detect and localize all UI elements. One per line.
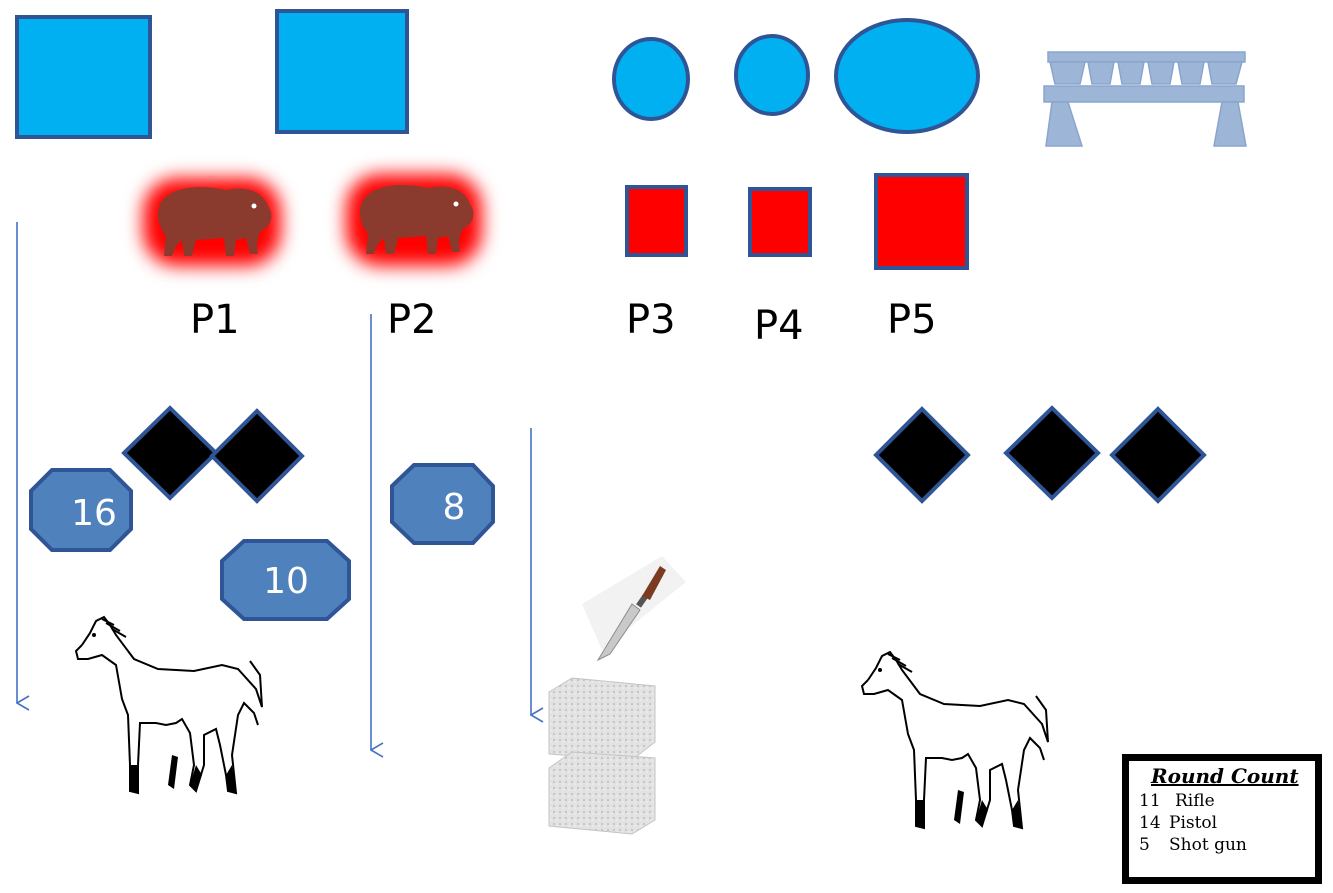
round-counter-10: 10 [220, 539, 351, 621]
position-label-p1: P1 [190, 297, 240, 343]
position-label-p2: P2 [387, 297, 437, 343]
knife-icon [582, 556, 686, 662]
horse-icon [861, 651, 1049, 829]
round-counter-8: 8 [390, 463, 495, 545]
round-count-row: 5 Shot gun [1139, 834, 1309, 856]
red-square-target [874, 173, 969, 270]
round-counter-label: 8 [443, 487, 466, 528]
round-count-row: 14 Pistol [1139, 812, 1309, 834]
position-label-p3: P3 [626, 297, 676, 343]
hay-bale-icon [548, 677, 656, 835]
bison-target-icon [346, 174, 482, 266]
black-diamond-target [209, 408, 305, 504]
round-count-title: Round Count [1151, 764, 1299, 788]
round-count-box: Round Count 11 Rifle 14 Pistol 5 Shot gu… [1122, 754, 1322, 884]
round-count-weapon: Pistol [1169, 813, 1218, 833]
black-diamond-target [1109, 406, 1207, 504]
black-diamond-target [873, 406, 971, 504]
round-counter-label: 10 [263, 561, 309, 602]
black-diamond-target [121, 405, 219, 501]
round-counter-label: 16 [71, 493, 117, 534]
bison-target-icon [143, 178, 281, 266]
round-count-weapon: Rifle [1175, 791, 1215, 811]
red-square-target [625, 185, 688, 257]
blue-round-target [734, 34, 810, 116]
blue-square-target [15, 15, 152, 139]
round-count-number: 11 [1139, 791, 1161, 811]
round-count-number: 14 [1139, 813, 1161, 833]
round-counter-16: 16 [29, 468, 133, 552]
position-label-p5: P5 [887, 297, 937, 343]
blue-round-target [834, 18, 980, 134]
blue-round-target [612, 37, 690, 121]
round-count-row: 11 Rifle [1139, 790, 1309, 812]
horse-icon [75, 616, 263, 794]
loading-table-icon [1043, 51, 1247, 147]
black-diamond-target [1003, 405, 1101, 501]
blue-square-target [275, 9, 409, 134]
position-label-p4: P4 [754, 303, 804, 349]
red-square-target [748, 187, 812, 257]
round-count-weapon: Shot gun [1169, 835, 1247, 855]
round-count-number: 5 [1139, 835, 1150, 855]
